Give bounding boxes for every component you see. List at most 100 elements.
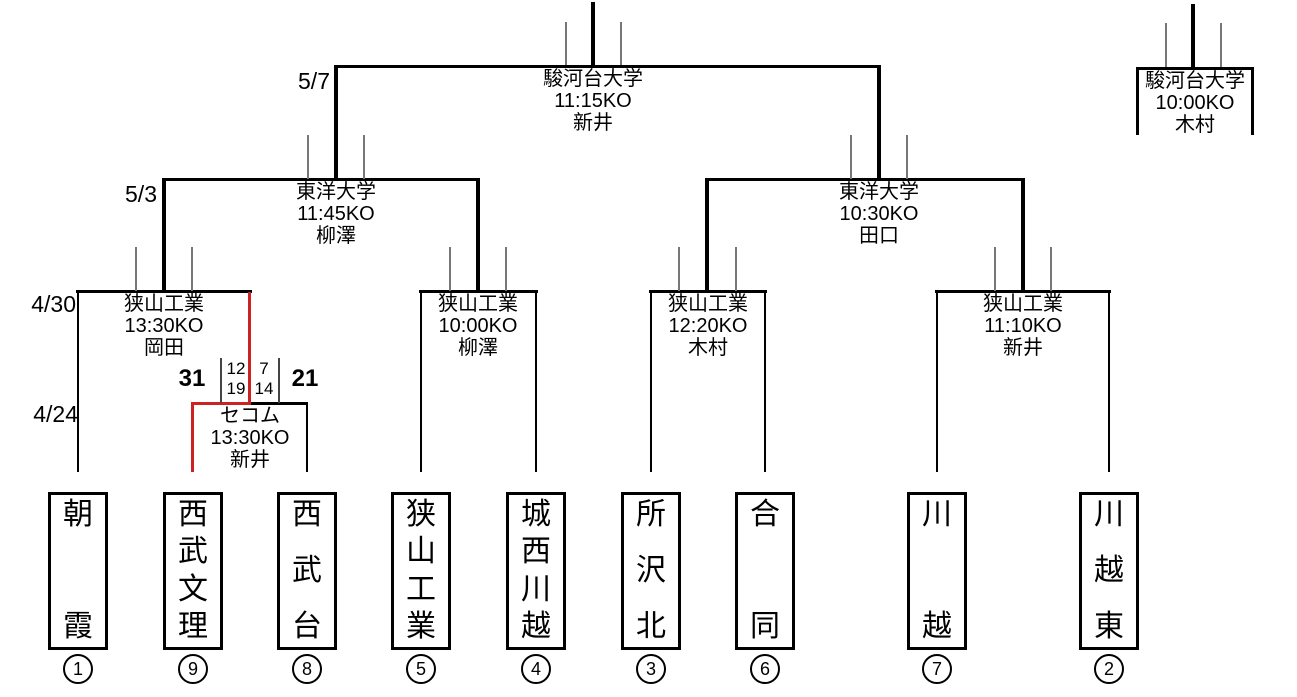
quarterfinal1-match-label: 狭山工業 13:30KO 岡田: [84, 293, 244, 359]
semifinal1-winner-line: [334, 65, 338, 181]
team-box-asaka: 朝霞: [48, 492, 108, 650]
quarterfinal3-left-tick: [678, 247, 680, 291]
quarterfinal2-left-tick: [449, 247, 451, 291]
quarterfinal2-venue-text: 狭山工業: [438, 293, 518, 315]
team2-connector: [1108, 290, 1110, 472]
semifinal2-match-label: 東洋大学 10:30KO 田口: [799, 181, 959, 247]
team-seed-badge: 4: [521, 654, 551, 684]
semifinal2-venue-text: 東洋大学: [839, 181, 919, 203]
final-left-tick: [565, 22, 567, 66]
first-round-match-line: [251, 402, 308, 405]
semifinal-date-label: 5/3: [125, 181, 157, 207]
team-seed-badge: 8: [292, 654, 322, 684]
quarterfinal4-match-label: 狭山工業 11:10KO 新井: [943, 293, 1103, 359]
team-name: 城西川越: [521, 498, 551, 643]
third-place-kickoff-text: 10:00KO: [1155, 92, 1235, 114]
team-name: 川越東: [1094, 498, 1124, 643]
score-left-second-half: 19: [226, 379, 246, 398]
quarterfinal3-winner-line: [705, 178, 709, 293]
final-venue-text: 駿河台大学: [543, 68, 643, 90]
semifinal2-match-line: [705, 178, 1025, 181]
score-left-tick: [220, 358, 222, 403]
quarterfinal2-kickoff-text: 10:00KO: [438, 315, 518, 337]
final-match-label: 駿河台大学 11:15KO 新井: [513, 68, 673, 134]
score-right-total: 21: [291, 365, 319, 392]
team-seed-badge: 7: [922, 654, 952, 684]
semifinal1-referee-text: 柳澤: [316, 225, 356, 247]
semifinal1-kickoff-text: 11:45KO: [297, 203, 375, 225]
third-place-left-tick: [1165, 23, 1167, 68]
quarterfinal2-winner-line: [476, 178, 480, 293]
score-left-total: 31: [178, 365, 206, 392]
team-seed-badge: 3: [636, 654, 666, 684]
team1-connector: [77, 290, 79, 472]
first-round-match-label: セコム 13:30KO 新井: [170, 405, 330, 471]
semifinal2-right-tick: [906, 135, 908, 179]
semifinal2-referee-text: 田口: [859, 225, 899, 247]
semifinal1-match-label: 東洋大学 11:45KO 柳澤: [256, 181, 416, 247]
team7-connector: [936, 290, 938, 472]
quarterfinal1-left-tick: [135, 247, 137, 291]
quarterfinal3-right-tick: [735, 247, 737, 291]
third-place-right-tick: [1220, 23, 1222, 68]
third-place-referee-text: 木村: [1175, 114, 1215, 136]
first-round-venue-text: セコム: [220, 405, 280, 427]
team-box-godo: 合同: [735, 492, 795, 650]
team3-connector: [650, 290, 652, 472]
first-round-date-label: 4/24: [33, 401, 78, 427]
quarterfinal4-left-tick: [994, 247, 996, 291]
team-name: 川越: [922, 498, 952, 643]
third-place-winner-line: [1191, 4, 1195, 70]
team5-connector: [420, 290, 422, 472]
score-right-tick: [278, 358, 280, 403]
quarterfinal1-kickoff-text: 13:30KO: [124, 315, 204, 337]
semifinal1-venue-text: 東洋大学: [296, 181, 376, 203]
score-left-first-half: 12: [226, 359, 246, 378]
quarterfinal1-right-tick: [191, 247, 193, 291]
semifinal1-match-line: [162, 178, 480, 181]
team-name: 西武文理: [178, 498, 208, 643]
semifinal2-winner-line: [877, 65, 881, 181]
final-right-tick: [620, 22, 622, 66]
quarterfinal4-referee-text: 新井: [1003, 337, 1043, 359]
team4-connector: [535, 290, 537, 472]
score-right-first-half: 7: [259, 359, 269, 378]
team-seed-badge: 2: [1094, 654, 1124, 684]
team-name: 所沢北: [636, 498, 666, 643]
first-round-kickoff-text: 13:30KO: [210, 427, 290, 449]
third-place-match-line: [1136, 67, 1254, 70]
winner-path-team-line: [191, 402, 194, 472]
team-box-kawagoehigashi: 川越東: [1079, 492, 1139, 650]
third-place-left-drop: [1136, 67, 1139, 135]
team-box-seibudai: 西武台: [277, 492, 337, 650]
quarterfinal1-match-line: [76, 290, 252, 293]
quarterfinal1-venue-text: 狭山工業: [124, 293, 204, 315]
quarterfinal4-winner-line: [1021, 178, 1025, 293]
team-seed-badge: 6: [750, 654, 780, 684]
team-name: 西武台: [292, 498, 322, 643]
quarterfinal4-kickoff-text: 11:10KO: [984, 315, 1062, 337]
team-name: 狭山工業: [406, 498, 436, 643]
semifinal1-left-tick: [307, 135, 309, 179]
team-seed-badge: 5: [406, 654, 436, 684]
quarterfinal3-match-line: [649, 290, 767, 293]
team-box-kawagoe: 川越: [907, 492, 967, 650]
team-box-seibubunri: 西武文理: [163, 492, 223, 650]
quarterfinal3-venue-text: 狭山工業: [668, 293, 748, 315]
quarterfinal4-right-tick: [1050, 247, 1052, 291]
score-right-halves: 7 14: [251, 359, 277, 399]
first-round-right-connector: [306, 402, 308, 472]
third-place-right-drop: [1251, 67, 1254, 135]
quarterfinal1-referee-text: 岡田: [144, 337, 184, 359]
semifinal2-kickoff-text: 10:30KO: [839, 203, 919, 225]
final-date-label: 5/7: [298, 68, 330, 94]
team6-connector: [764, 290, 766, 472]
quarterfinal2-right-tick: [505, 247, 507, 291]
final-referee-text: 新井: [573, 112, 613, 134]
quarterfinal2-referee-text: 柳澤: [458, 337, 498, 359]
quarterfinal-date-label: 4/30: [31, 291, 76, 317]
team-name: 朝霞: [63, 498, 93, 643]
quarterfinal4-venue-text: 狭山工業: [983, 293, 1063, 315]
winner-path-up-line: [248, 292, 251, 405]
